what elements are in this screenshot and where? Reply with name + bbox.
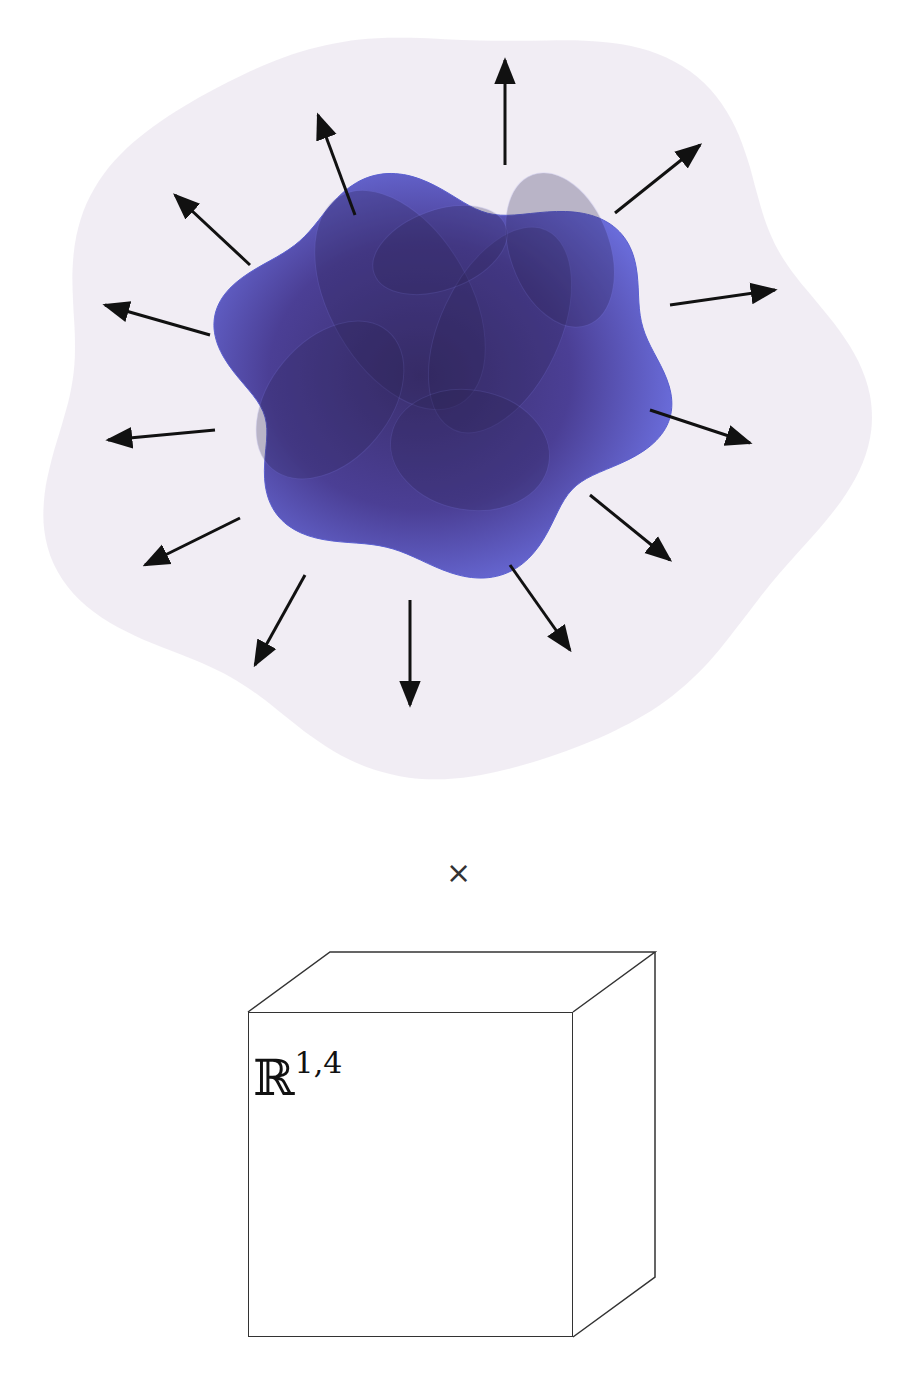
surface-fold [226,292,434,507]
dimension-superscript: 1,4 [295,1045,343,1080]
halo-region [43,38,872,780]
expansion-arrow [175,195,250,265]
expansion-arrow [145,518,240,565]
expansion-arrows [105,60,775,705]
expansion-arrow [255,575,305,665]
product-symbol: × [446,855,471,890]
cube-outline [248,952,655,1337]
surface-fold [361,188,520,311]
expansion-arrow [318,115,355,215]
expansion-arrow [105,305,210,335]
halo-shape [43,38,872,780]
expansion-arrow [615,145,700,213]
cube-side-face [573,952,655,1337]
calabi-yau-shape [214,158,672,578]
cube-top-face [248,952,655,1012]
surface-fold [381,377,559,523]
expansion-arrow [650,410,750,443]
expansion-arrow [409,600,412,705]
expansion-arrow [108,430,215,440]
space-symbol: ℝ [253,1049,295,1107]
expansion-arrow [504,60,507,165]
spacetime-box: ℝ1,4 [248,1012,573,1337]
expansion-arrow [510,565,570,650]
expansion-arrow [670,290,775,305]
expansion-arrow [590,495,670,560]
surface-fold [486,158,635,343]
